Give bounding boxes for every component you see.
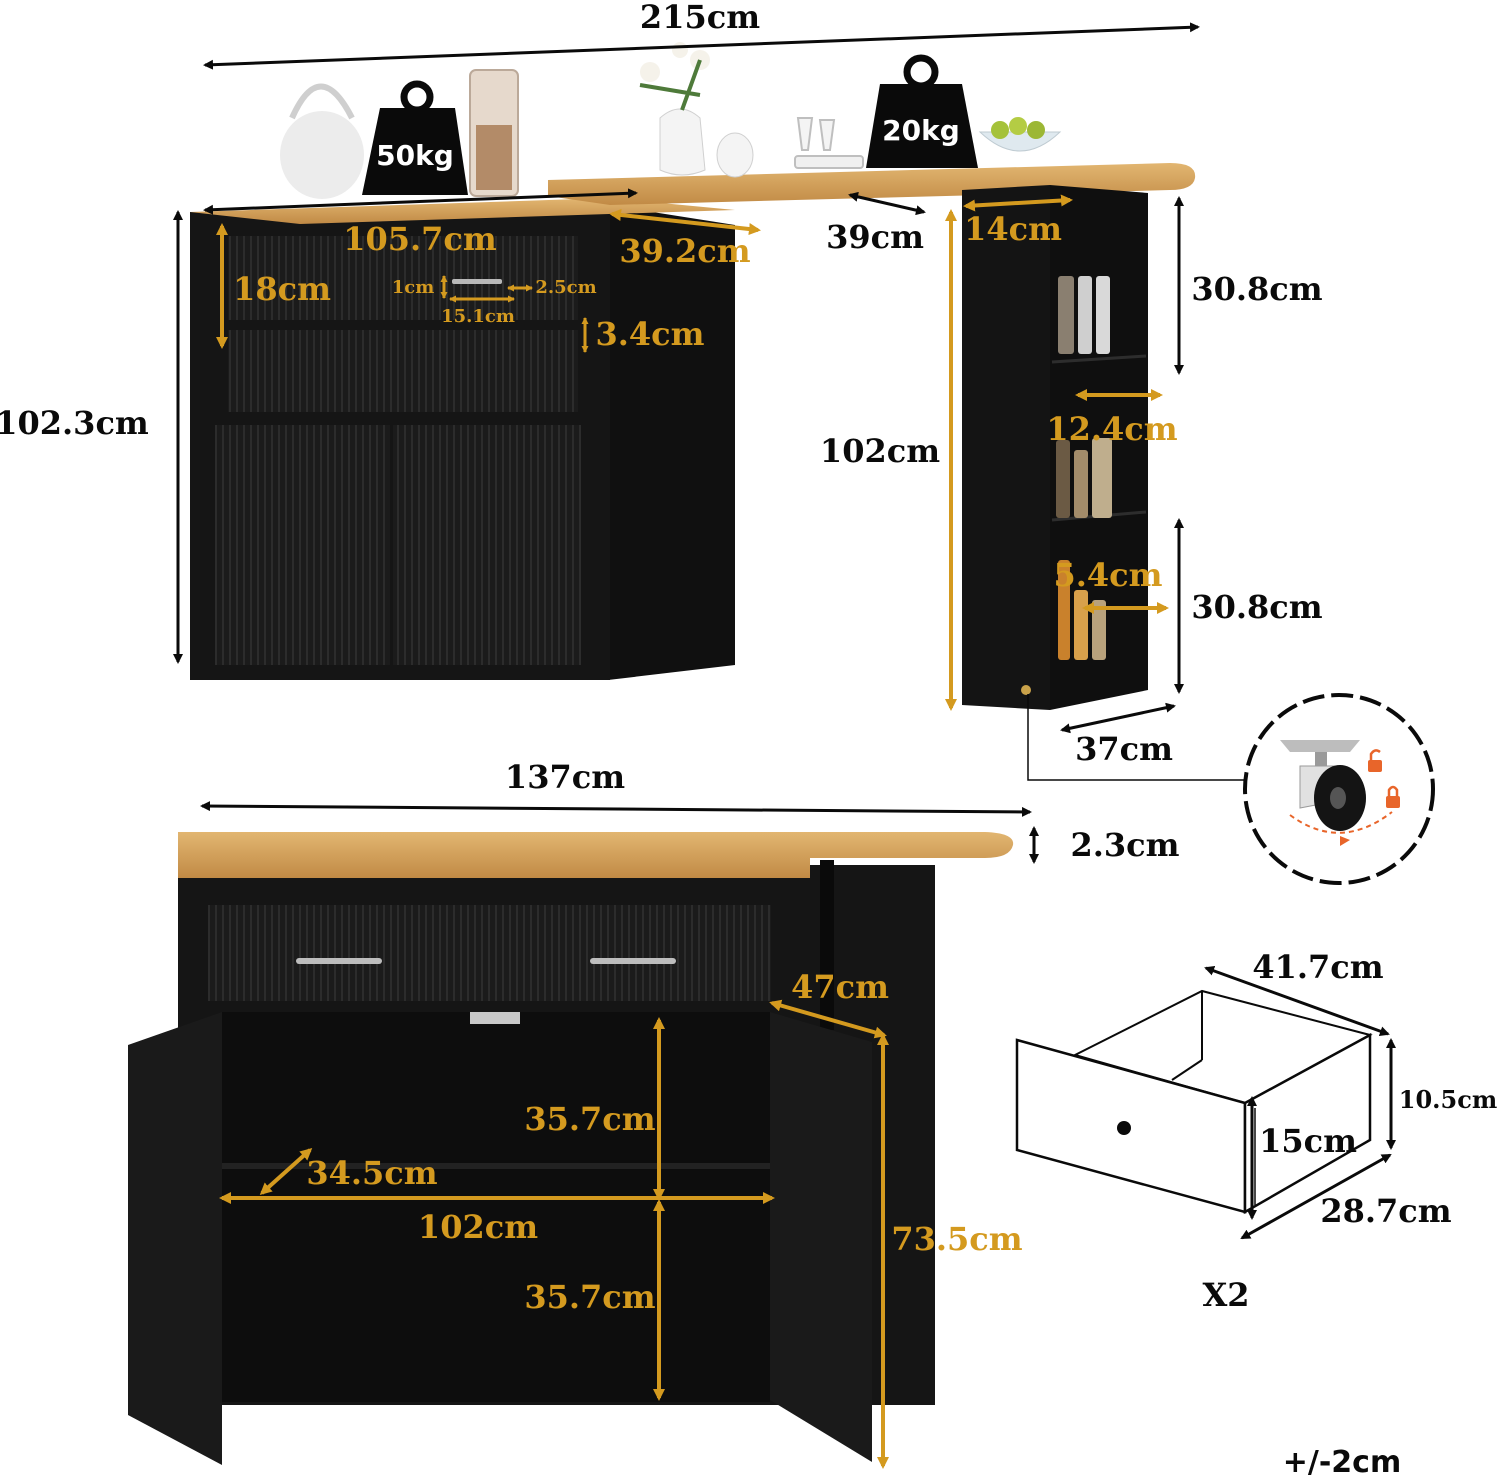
dim-top-thickness: 2.3cm [1070, 826, 1179, 864]
dim-shelf-section-bottom: 30.8cm [1191, 588, 1322, 626]
dim-upper-compartment: 35.7cm [524, 1100, 655, 1138]
dim-shelf-depth-front: 34.5cm [306, 1154, 437, 1192]
support-post [820, 860, 834, 1030]
drawer-front-top [228, 236, 578, 320]
dim-arrow-top-overhang [848, 191, 926, 216]
door-left-top-view [215, 425, 390, 665]
hinge-bracket [470, 1012, 520, 1024]
dim-handle-length: 15.1cm [441, 306, 515, 327]
weight-icon: 50kg [362, 80, 468, 195]
drawer-diagram: 41.7cm 10.5cm 15cm 28.7cm X2 [1015, 948, 1497, 1314]
dim-drawer-depth: 28.7cm [1320, 1192, 1451, 1230]
cabinet-side-panel [608, 205, 735, 680]
dim-handle-gap: 2.5cm [535, 277, 596, 298]
caster-wheel-icon [1280, 740, 1366, 831]
dim-drawer-width: 41.7cm [1252, 948, 1383, 986]
drawer-handle-top-view [452, 279, 502, 284]
door-right-open [770, 1012, 872, 1462]
fruit-bowl [978, 117, 1062, 152]
dim-total-width: 215cm [640, 0, 760, 36]
spice-jars [1056, 276, 1112, 660]
dim-top-width: 137cm [505, 758, 625, 796]
drawer-handle-right [590, 958, 676, 964]
dim-arrow-shelf-width [963, 194, 1073, 212]
dim-drawer-height-side: 10.5cm [1399, 1085, 1497, 1114]
dim-arrow-total-width [203, 22, 1200, 70]
dim-drawer-gap: 3.4cm [595, 315, 704, 353]
front-view-dimensions: 137cm 2.3cm 47cm 35.7cm 35.7cm 34.5cm 10… [200, 758, 1180, 1469]
dim-arrow-inner-depth [769, 999, 887, 1039]
lock-knob [1021, 685, 1031, 695]
dim-shelf-depth: 37cm [1075, 730, 1173, 768]
island-illustration-top [190, 42, 1196, 710]
dim-shelf-width: 14cm [964, 210, 1062, 248]
caster-leader-line [1027, 694, 1244, 781]
door-right-top-view [393, 425, 581, 665]
dim-shelf-inner-depth: 5.4cm [1053, 556, 1162, 594]
weight-icon: 20kg [866, 54, 978, 168]
dim-arrow-drawer-width [1204, 966, 1390, 1036]
drawer-front-bottom-view [208, 905, 771, 1001]
dim-cabinet-height: 102.3cm [0, 404, 149, 442]
weight-label-left: 50kg [376, 139, 454, 172]
dim-inner-width: 102cm [418, 1208, 538, 1246]
kettle [280, 83, 364, 199]
dim-shelf-section-top: 30.8cm [1191, 270, 1322, 308]
extension-worktop [548, 163, 1196, 205]
dim-arrow-shelf-depth [1060, 702, 1176, 734]
glasses [794, 117, 864, 169]
interior-shelf [222, 1163, 770, 1169]
dim-arrow-top-width [200, 801, 1032, 817]
dim-arrow-cabinet-width [203, 188, 638, 215]
dim-shelf-height: 102cm [820, 432, 940, 470]
dim-shelf-inner-width: 12.4cm [1046, 410, 1177, 448]
weight-label-right: 20kg [882, 114, 960, 147]
worktop-front [178, 832, 1014, 878]
drawer-pull-hole [1117, 1121, 1131, 1135]
unlock-icon [1368, 749, 1382, 772]
shelf-unit-side [962, 185, 1050, 710]
top-view-dimensions: 215cm 102.3cm 105.7cm 39.2cm 18cm 1cm 2.… [0, 0, 1323, 768]
cabinet-interior [222, 1012, 770, 1402]
caster-callout [1027, 693, 1435, 885]
lock-icon [1386, 785, 1400, 808]
small-vase [716, 132, 754, 178]
dim-drawer-inner-height: 15cm [1259, 1122, 1357, 1160]
dim-cabinet-width: 105.7cm [343, 220, 497, 258]
dim-top-overhang: 39cm [826, 218, 924, 256]
dim-handle-offset: 1cm [392, 277, 435, 298]
dim-drawer-height: 18cm [233, 270, 331, 308]
tolerance-note: +/-2cm [1283, 1445, 1401, 1479]
dim-arrow-drawer-depth [1240, 1153, 1392, 1240]
shelf-board [1051, 354, 1147, 364]
rotate-arrow-icon [1289, 811, 1393, 834]
door-left-open [128, 1012, 222, 1465]
dim-lower-compartment: 35.7cm [524, 1278, 655, 1316]
dim-cabinet-depth: 39.2cm [619, 232, 750, 270]
island-illustration-front [128, 832, 1014, 1465]
drawer-quantity: X2 [1202, 1276, 1249, 1314]
dim-arrow-shelf-depth-front [259, 1147, 313, 1196]
carafe [469, 69, 519, 197]
flower-vase [639, 42, 710, 176]
drawer-handle-left [296, 958, 382, 964]
dim-total-height: 73.5cm [891, 1220, 1022, 1258]
drawer-front-mid [228, 330, 578, 412]
dim-arrow-cabinet-depth [609, 209, 761, 235]
dim-inner-depth: 47cm [791, 968, 889, 1006]
